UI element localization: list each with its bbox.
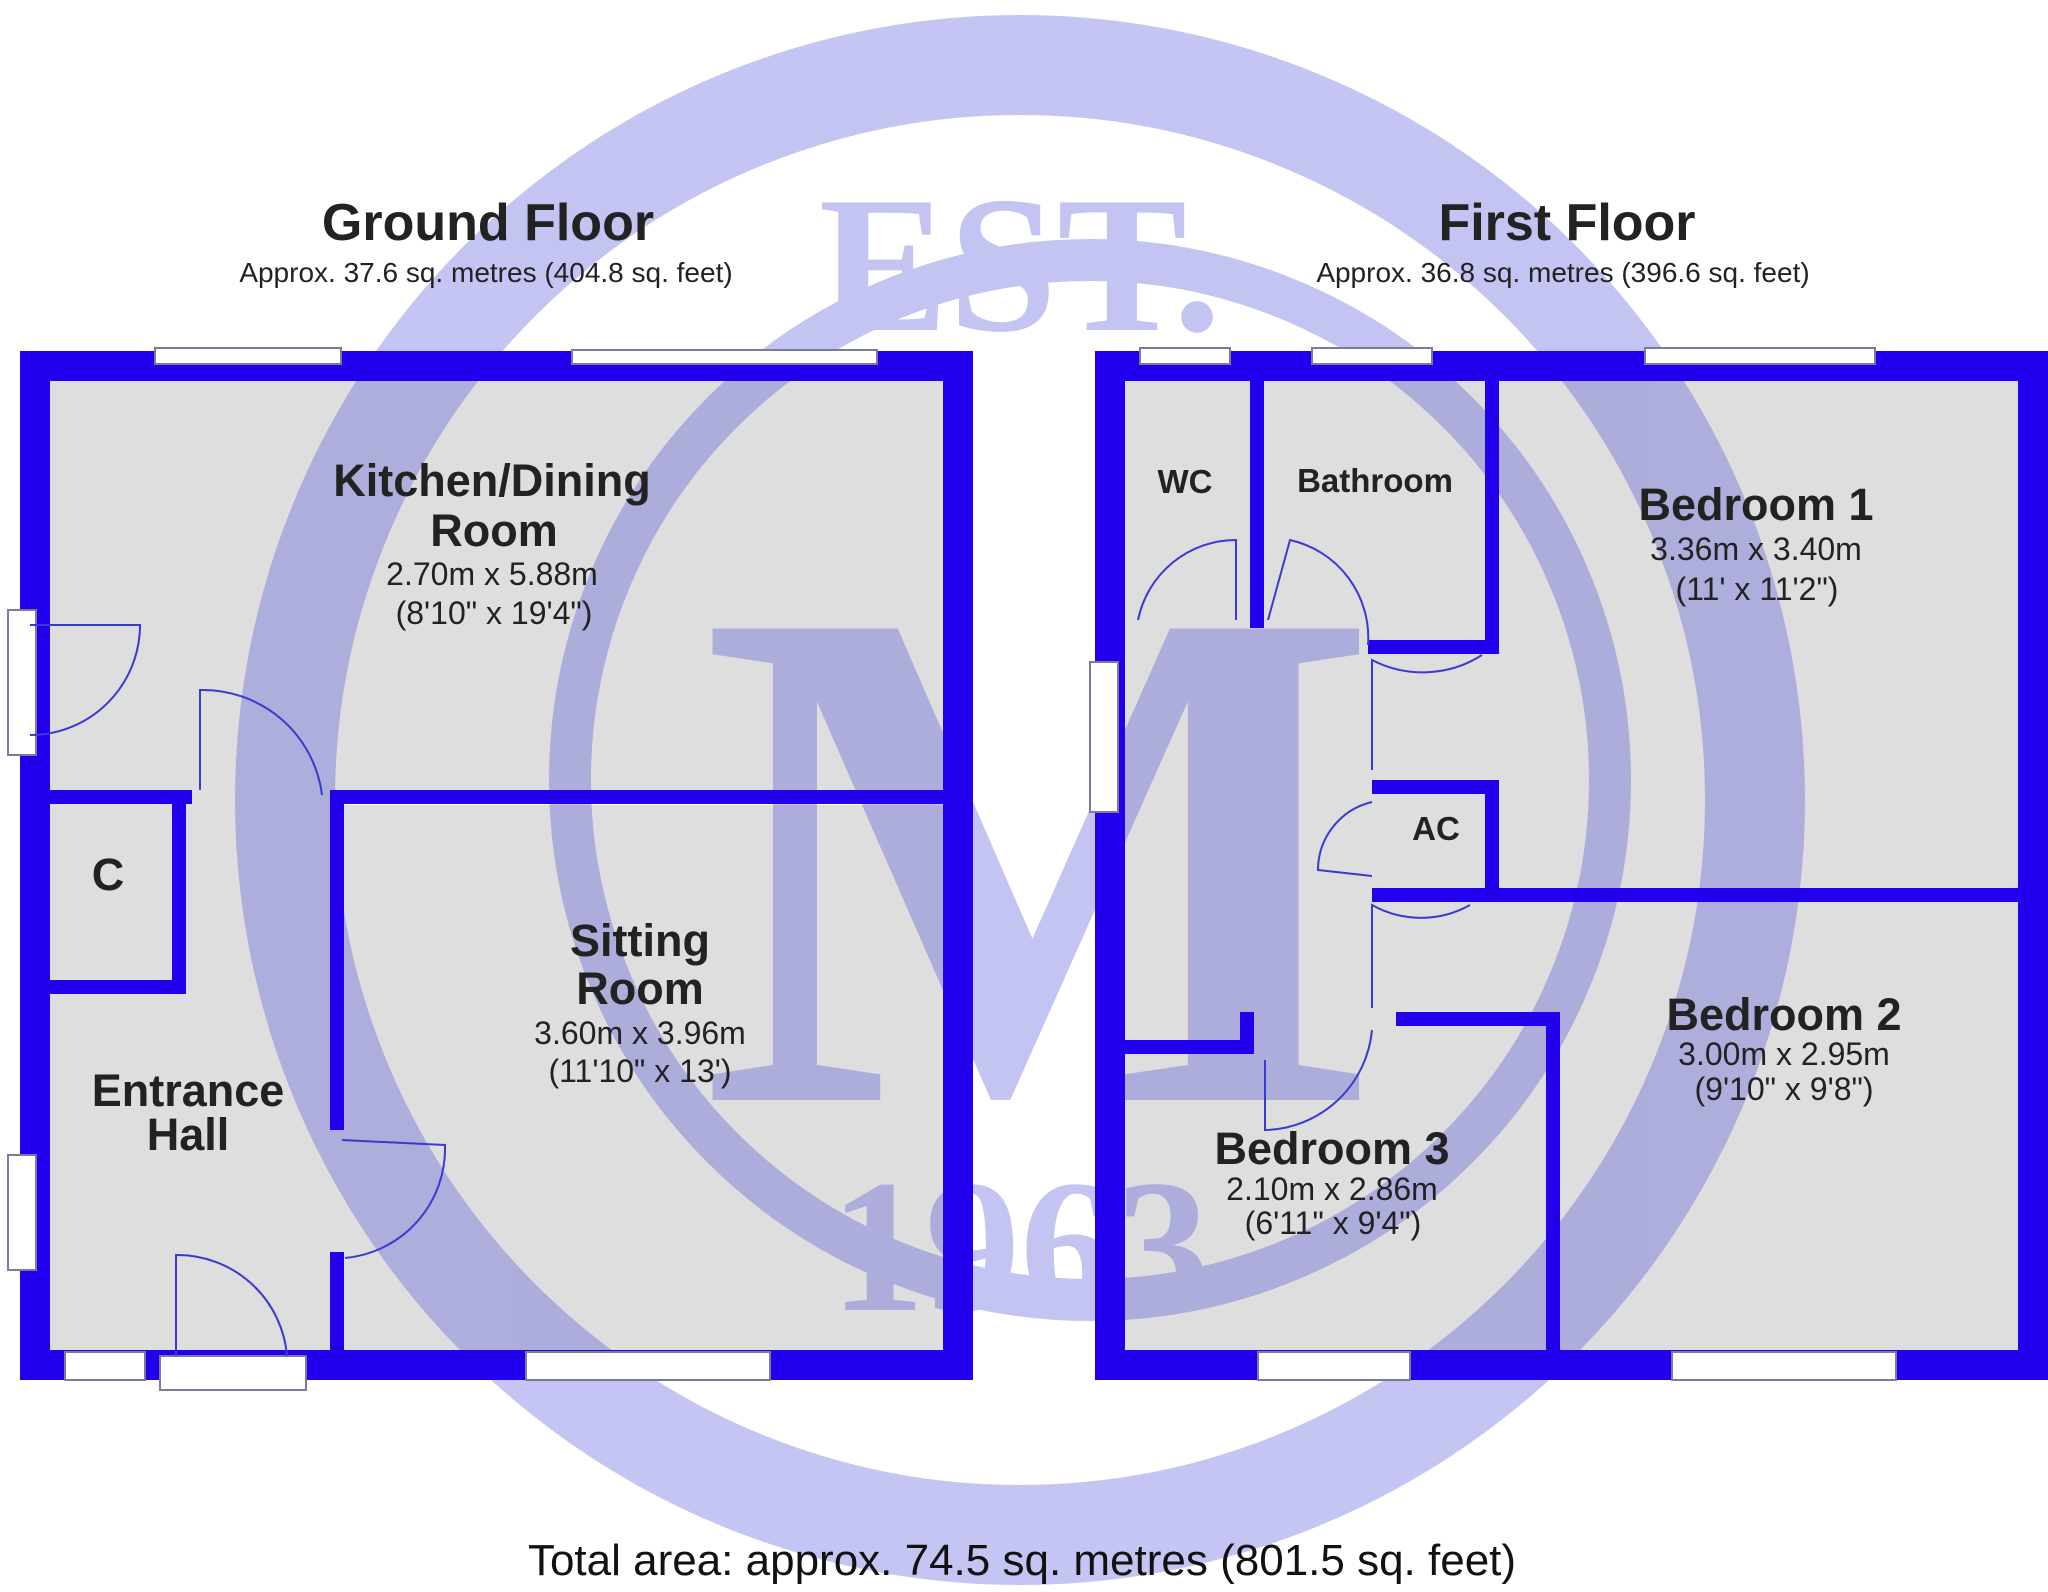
watermark-ring [235,15,1805,1585]
first-floor-area: Approx. 36.8 sq. metres (396.6 sq. feet) [1316,257,1809,288]
gf-door-sitting [341,1139,447,1259]
ac-label: AC [1412,810,1460,847]
kitchen-dim-ft: (8'10" x 19'4") [396,595,593,631]
sitting-dim-ft: (11'10" x 13') [548,1053,731,1089]
first-floor-title: First Floor [1438,194,1695,252]
bathroom-label: Bathroom [1297,462,1453,499]
gf-window-sitting [525,1351,771,1381]
room-hall: Entrance Hall [92,1065,285,1160]
ff-window-bedroom3 [1257,1351,1411,1381]
ff-wall-left [1095,351,1125,1380]
ff-door-bedroom2 [1371,903,1471,1008]
first-floor-windows [1089,347,1897,1381]
watermark: EST. 1963 M [235,15,1805,1585]
bedroom3-dim-ft: (6'11" x 9'4") [1245,1205,1422,1241]
sitting-name-1: Sitting [570,915,710,966]
ff-wall-right [2018,351,2048,1380]
gf-window-hall-bottom [64,1351,146,1381]
gf-window-kitchen-1 [154,347,342,365]
hall-name-2: Hall [147,1109,230,1160]
kitchen-floor [50,380,943,790]
ff-wall-bed3-top-left [1125,1040,1243,1054]
gf-wall-sitting-west-lower [330,1252,344,1350]
sitting-floor [342,805,943,1350]
ff-window-bathroom [1311,347,1433,365]
bedroom2-dim-m: 3.00m x 2.95m [1678,1036,1890,1072]
ff-wall-bath-bed1 [1485,381,1499,651]
bedroom3-dim-m: 2.10m x 2.86m [1226,1171,1438,1207]
ff-window-bedroom2 [1671,1351,1897,1381]
ff-wall-bed3-top-right [1396,1012,1556,1026]
first-floor-walls [1095,351,2048,1380]
room-bedroom3: Bedroom 3 2.10m x 2.86m (6'11" x 9'4") [1214,1123,1449,1241]
hall-name-1: Entrance [92,1065,285,1116]
room-sitting: Sitting Room 3.60m x 3.96m (11'10" x 13'… [534,915,746,1089]
bedroom2-dim-ft: (9'10" x 9'8") [1694,1071,1873,1107]
bedroom3-name: Bedroom 3 [1214,1123,1449,1174]
bedroom1-dim-m: 3.36m x 3.40m [1650,531,1862,567]
gf-window-door-front [159,1355,307,1391]
gf-wall-sitting-west [330,804,344,1130]
ff-door-bedroom3 [1264,1029,1373,1132]
cupboard-floor [50,805,172,980]
ground-floor-windows [7,347,878,1391]
cupboard-label: C [92,849,125,900]
watermark-est: EST. [819,157,1222,373]
ff-wall-wc-bath [1250,381,1264,628]
bedroom1-name: Bedroom 1 [1638,479,1873,530]
ff-wall-top [1095,351,2048,381]
ff-door-bedroom1 [1371,654,1483,770]
ground-floor-doors [29,624,447,1357]
gf-wall-kitchen-hall [50,790,192,804]
gf-door-hall-kitchen [199,688,323,796]
ff-wall-bath-bottom [1368,640,1499,654]
gf-wall-right [943,351,973,1380]
ground-floor-area: Approx. 37.6 sq. metres (404.8 sq. feet) [239,257,732,288]
bedroom1-dim-ft: (11' x 11'2") [1676,571,1839,607]
bedroom2-name: Bedroom 2 [1666,989,1901,1040]
ground-floor-title: Ground Floor [322,194,654,252]
first-floor-floor [1124,380,2048,1350]
gf-wall-cupboard-east [172,804,186,994]
gf-window-kitchen-side [7,609,37,756]
ff-door-ac [1316,801,1373,877]
ff-door-bathroom [1267,538,1370,646]
ff-window-wc [1139,347,1231,365]
ff-door-wc [1137,538,1237,621]
ff-wall-bed1-west [1485,780,1499,890]
watermark-year: 1963 [830,1142,1210,1352]
gf-door-kitchen-side [29,624,142,736]
room-bedroom1: Bedroom 1 3.36m x 3.40m (11' x 11'2") [1638,479,1873,607]
ff-wall-bed3-stub [1240,1012,1254,1054]
kitchen-dim-m: 2.70m x 5.88m [386,556,598,592]
room-kitchen: Kitchen/Dining Room 2.70m x 5.88m (8'10"… [333,455,650,631]
room-bedroom2: Bedroom 2 3.00m x 2.95m (9'10" x 9'8") [1666,989,1901,1107]
floor-fills [50,380,2048,1350]
kitchen-name-1: Kitchen/Dining [333,455,650,506]
first-floor-doors [1137,538,1483,1132]
ff-wall-ac-top [1372,780,1499,794]
ff-wall-bed1-bed2 [1372,888,2018,902]
watermark-letter: M [700,458,1380,1256]
sitting-name-2: Room [576,963,704,1014]
ff-wall-bed3-bed2 [1546,1012,1560,1350]
watermark-inner-ring [549,239,1631,1321]
ff-window-bedroom1 [1644,347,1876,365]
gf-window-kitchen-2 [571,349,878,365]
gf-wall-cupboard-bottom [50,980,186,994]
ff-window-landing [1089,661,1119,813]
gf-door-front [175,1253,288,1357]
gf-wall-kitchen-sitting [330,790,943,804]
ff-wall-bottom [1095,1350,2048,1380]
kitchen-name-2: Room [430,505,558,556]
wc-label: WC [1158,463,1213,500]
sitting-dim-m: 3.60m x 3.96m [534,1015,746,1051]
gf-window-hall-side [7,1154,37,1271]
total-area: Total area: approx. 74.5 sq. metres (801… [528,1536,1516,1585]
